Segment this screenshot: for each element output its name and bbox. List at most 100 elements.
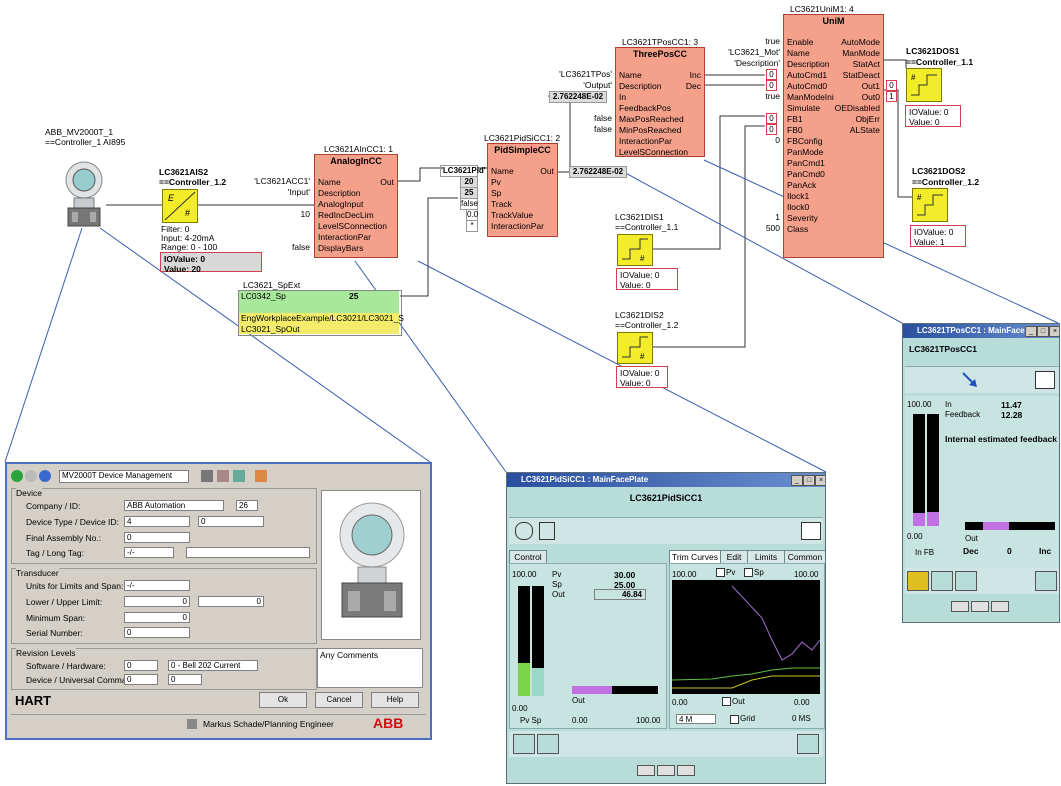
user-icon: [187, 719, 197, 729]
view-icon[interactable]: [233, 470, 245, 482]
dis1-block[interactable]: #: [617, 234, 653, 266]
company-id-field[interactable]: 26: [236, 500, 258, 511]
tpos-medium-view-button[interactable]: [971, 601, 989, 612]
unim-in-5: ManModeIni: [787, 92, 834, 102]
timespan-field[interactable]: 4 M: [676, 714, 716, 724]
back-icon[interactable]: [11, 470, 23, 482]
pidsimplecc-block[interactable]: PidSimpleCC Name Pv Sp Track TrackValue …: [487, 143, 558, 237]
units-label: Units for Limits and Span:: [26, 581, 124, 591]
minspan-field[interactable]: 0: [124, 612, 190, 623]
tab-edit[interactable]: Edit: [720, 550, 748, 564]
tpos-small-view-button[interactable]: [951, 601, 969, 612]
device-management-window[interactable]: MV2000T Device Management Device Company…: [5, 462, 432, 740]
revision-section-title: Revision Levels: [16, 648, 76, 658]
pv-checkbox[interactable]: [716, 568, 725, 577]
universal-cmd-field[interactable]: 0: [168, 674, 202, 685]
unim-in-6: Simulate: [787, 103, 821, 113]
device-name: ABB_MV2000T_1: [45, 127, 114, 137]
upper-field[interactable]: 0: [198, 596, 264, 607]
unim-block[interactable]: UniM Enable Name Description AutoCmd1 Au…: [783, 14, 884, 258]
pid-faceplate-window[interactable]: LC3621PidSiCC1 : MainFacePlate _ □ × LC3…: [506, 472, 826, 784]
cancel-button[interactable]: Cancel: [315, 692, 363, 708]
tpos-notes-icon[interactable]: [1035, 371, 1055, 389]
enter-icon[interactable]: [797, 734, 819, 754]
units-field[interactable]: -/-: [124, 580, 190, 591]
tpos-fb-bar: [927, 414, 939, 526]
tools-icon[interactable]: [217, 470, 229, 482]
mode-icon[interactable]: [515, 522, 533, 540]
company-field[interactable]: ABB Automation: [124, 500, 224, 511]
tab-limits[interactable]: Limits: [747, 550, 785, 564]
tpos-close-icon[interactable]: ×: [1049, 326, 1059, 337]
devtype-field[interactable]: 4: [124, 516, 190, 527]
tab-control[interactable]: Control: [509, 550, 547, 564]
dos1-block[interactable]: #: [906, 68, 942, 102]
devmgmt-nav-combo[interactable]: MV2000T Device Management: [59, 470, 189, 483]
threeposcc-block[interactable]: ThreePosCC Name Description In FeedbackP…: [615, 47, 705, 157]
threepos-in-0: Name: [619, 70, 642, 80]
notes-icon[interactable]: [801, 522, 821, 540]
dos2-block[interactable]: #: [912, 188, 948, 222]
dos2-controller: ==Controller_1.2: [912, 177, 980, 187]
help-icon[interactable]: [255, 470, 267, 482]
unim-outval-4: 0: [886, 80, 897, 91]
dis2-block[interactable]: #: [617, 332, 653, 364]
hand-icon[interactable]: [513, 734, 535, 754]
comments-box[interactable]: Any Comments: [317, 648, 423, 688]
tag-label: Tag / Long Tag:: [26, 548, 84, 558]
device-cmd-field[interactable]: 0: [124, 674, 158, 685]
long-tag-field[interactable]: [186, 547, 310, 558]
sp-checkbox[interactable]: [744, 568, 753, 577]
small-view-button[interactable]: [637, 765, 655, 776]
print-icon[interactable]: [201, 470, 213, 482]
tab-common[interactable]: Common: [784, 550, 825, 564]
out-checkbox[interactable]: [722, 697, 731, 706]
trend-chart[interactable]: [671, 580, 821, 694]
maximize-icon[interactable]: □: [803, 475, 815, 486]
threepos-val-4: false: [594, 113, 612, 123]
tpos-maximize-icon[interactable]: □: [1037, 326, 1049, 337]
tab-trim-curves[interactable]: Trim Curves: [669, 550, 721, 564]
spext-title: LC3621_SpExt: [243, 280, 301, 290]
tpos-large-view-button[interactable]: [991, 601, 1009, 612]
out-label: Out: [552, 590, 565, 599]
grid-checkbox[interactable]: [730, 715, 739, 724]
large-view-button[interactable]: [677, 765, 695, 776]
final-field[interactable]: 0: [124, 532, 190, 543]
transmitter-image[interactable]: [62, 160, 106, 230]
pid-in-2: Sp: [491, 188, 502, 198]
spext-table[interactable]: LC0342_Sp 25 EngWorkplaceExample/LC3021/…: [238, 290, 404, 336]
login-icon[interactable]: [539, 522, 555, 540]
unim-val-8: 0: [766, 124, 777, 135]
tpos-dec-arrow-icon[interactable]: [955, 571, 977, 591]
tag-field[interactable]: -/-: [124, 547, 174, 558]
dis2-iovalue: IOValue: 0: [620, 368, 660, 378]
hw-field[interactable]: 0 - Bell 202 Current: [168, 660, 258, 671]
pid-outval: 2.762248E-02: [569, 166, 627, 178]
forward-icon[interactable]: [25, 470, 37, 482]
close-icon[interactable]: ×: [815, 475, 825, 486]
home-icon[interactable]: [39, 470, 51, 482]
sw-field[interactable]: 0: [124, 660, 158, 671]
tpos-operate-icon[interactable]: [907, 571, 929, 591]
unim-out-1: ManMode: [842, 48, 880, 58]
analog-val-0: 'LC3621ACC1': [254, 176, 310, 186]
ok-button[interactable]: Ok: [259, 692, 307, 708]
device-id-field[interactable]: 0: [198, 516, 264, 527]
dis1-controller: ==Controller_1.1: [615, 222, 679, 232]
analogincc-block[interactable]: AnalogInCC Name Description AnalogInput …: [314, 154, 398, 258]
out-value-field[interactable]: 46.84: [594, 589, 646, 600]
lower-field[interactable]: 0: [124, 596, 190, 607]
auto-icon[interactable]: [537, 734, 559, 754]
tpos-minimize-icon[interactable]: _: [1025, 326, 1037, 337]
medium-view-button[interactable]: [657, 765, 675, 776]
tpos-out-label: Out: [965, 534, 978, 543]
tpos-inc-arrow-icon[interactable]: [931, 571, 953, 591]
serial-field[interactable]: 0: [124, 627, 190, 638]
analog-in-1: Description: [318, 188, 361, 198]
tpos-enter-icon[interactable]: [1035, 571, 1057, 591]
help-button[interactable]: Help: [371, 692, 419, 708]
minimize-icon[interactable]: _: [791, 475, 803, 486]
ais2-block[interactable]: E #: [162, 189, 198, 223]
tpos-faceplate-window[interactable]: LC3621TPosCC1 : MainFacepl _ □ × LC3621T…: [902, 323, 1060, 623]
